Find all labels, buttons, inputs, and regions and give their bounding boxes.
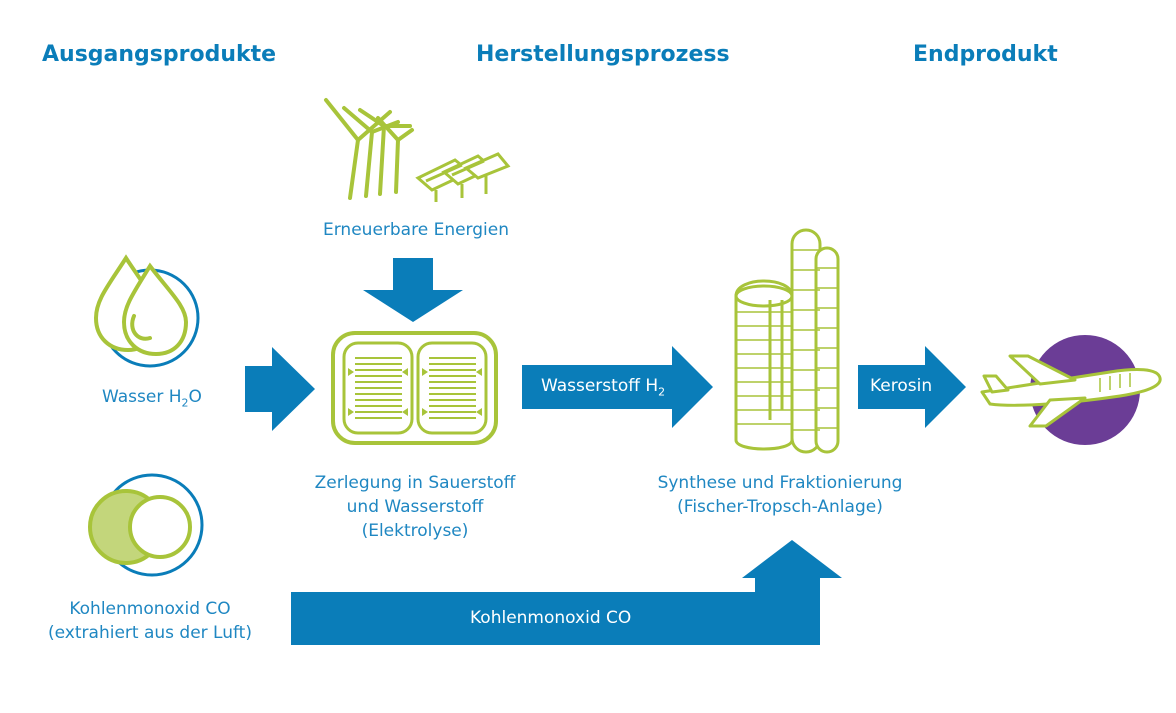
co-source-line2: (extrahiert aus der Luft) bbox=[48, 623, 252, 643]
co-bent-arrow bbox=[291, 540, 842, 645]
synthesis-line1: Synthese und Fraktionierung bbox=[657, 473, 903, 493]
refinery-icon bbox=[734, 228, 840, 454]
heading-process: Herstellungsprozess bbox=[476, 42, 730, 67]
water-to-electrolysis-arrow bbox=[245, 347, 315, 431]
water-label-suffix: O bbox=[188, 387, 202, 407]
electrolysis-label: Zerlegung in Sauerstoff und Wasserstoff … bbox=[290, 471, 540, 543]
heading-output: Endprodukt bbox=[913, 42, 1058, 67]
water-label-sub: 2 bbox=[181, 396, 189, 410]
hydrogen-arrow-sub: 2 bbox=[658, 385, 666, 399]
electrolysis-line1: Zerlegung in Sauerstoff bbox=[314, 473, 516, 493]
co-molecule-icon bbox=[88, 473, 204, 577]
co-source-label: Kohlenmonoxid CO (extrahiert aus der Luf… bbox=[20, 597, 280, 645]
water-label: Wasser H2O bbox=[62, 385, 242, 415]
wind-turbine-icon bbox=[324, 98, 414, 200]
hydrogen-arrow bbox=[522, 346, 713, 428]
airplane-icon bbox=[980, 335, 1162, 445]
co-arrow-label: Kohlenmonoxid CO bbox=[470, 608, 632, 628]
solar-panel-icon bbox=[415, 152, 511, 202]
electrolysis-line3: (Elektrolyse) bbox=[361, 521, 469, 541]
co-source-line1: Kohlenmonoxid CO bbox=[69, 599, 231, 619]
water-label-text: Wasser H bbox=[102, 387, 182, 407]
electrolysis-line2: und Wasserstoff bbox=[346, 497, 484, 517]
hydrogen-arrow-label: Wasserstoff H2 bbox=[541, 376, 665, 398]
kerosene-arrow-label: Kerosin bbox=[870, 376, 933, 396]
electrolyzer-icon bbox=[331, 331, 498, 445]
synthesis-line2: (Fischer-Tropsch-Anlage) bbox=[677, 497, 883, 517]
water-drop-icon bbox=[93, 254, 200, 368]
kerosene-arrow bbox=[858, 346, 966, 428]
hydrogen-arrow-text: Wasserstoff H bbox=[541, 376, 659, 396]
energy-down-arrow bbox=[363, 258, 463, 322]
energy-label: Erneuerbare Energien bbox=[323, 220, 509, 240]
synthesis-label: Synthese und Fraktionierung (Fischer-Tro… bbox=[630, 471, 930, 519]
heading-inputs: Ausgangsprodukte bbox=[42, 42, 277, 67]
